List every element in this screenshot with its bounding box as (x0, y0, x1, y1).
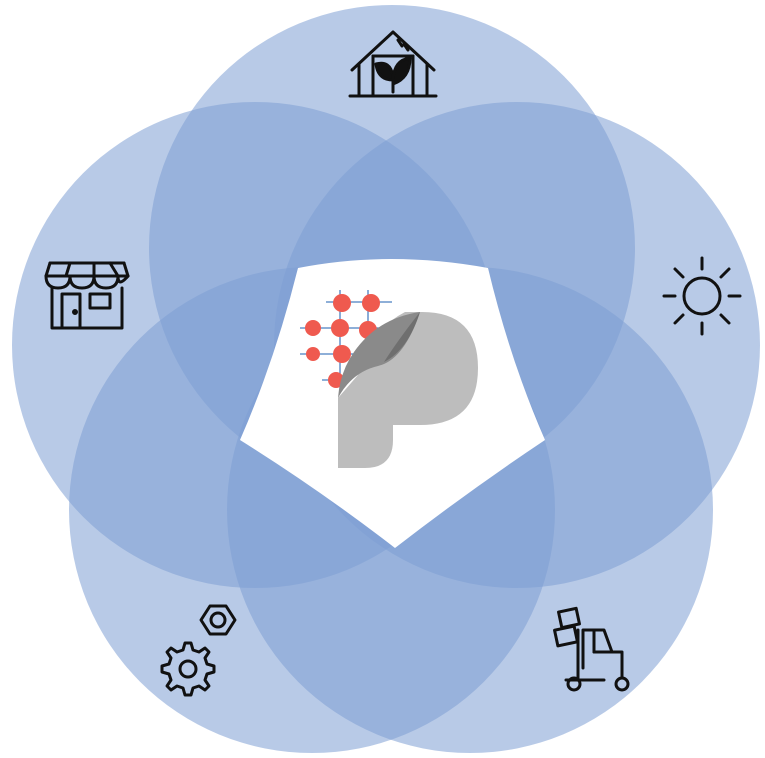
storefront-icon (44, 261, 130, 330)
material-logo-icon (300, 290, 478, 468)
forklift-icon (553, 606, 630, 692)
gears-icon (160, 604, 237, 697)
sun-icon (662, 256, 742, 336)
greenhouse-icon (348, 30, 438, 98)
